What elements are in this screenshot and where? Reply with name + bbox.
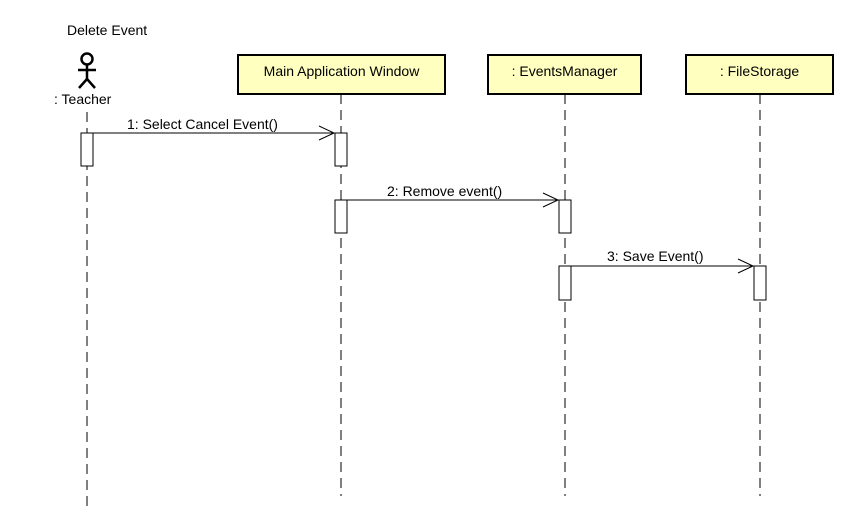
arrow-head-icon [737,258,755,274]
message-label: 3: Save Event() [607,248,704,264]
message-label: 2: Remove event() [387,183,502,199]
participant-file-storage: : FileStorage [685,54,834,95]
message-label: 1: Select Cancel Event() [127,116,278,132]
participant-label: : EventsManager [512,63,618,79]
message-3: 3: Save Event() [571,248,755,274]
arrow-head-icon [318,125,336,141]
message-1: 1: Select Cancel Event() [93,116,336,141]
stick-figure-icon [78,52,96,89]
activation-bar-main-window-1 [334,132,348,167]
activation-bar-events-manager-2 [558,265,572,301]
activation-bar-teacher [80,132,94,167]
actor-label: : Teacher [54,91,112,107]
participant-events-manager: : EventsManager [487,54,642,95]
activation-bar-file-storage [753,265,767,301]
arrow-head-icon [542,192,560,208]
activation-bar-main-window-2 [334,199,348,234]
message-2: 2: Remove event() [347,183,560,208]
participant-label: : FileStorage [720,63,800,79]
diagram-title: Delete Event [67,22,147,38]
participant-main-application-window: Main Application Window [237,54,446,95]
participant-label: Main Application Window [264,63,421,79]
activation-bar-events-manager-1 [558,199,572,234]
actor-teacher: : Teacher [54,52,112,107]
